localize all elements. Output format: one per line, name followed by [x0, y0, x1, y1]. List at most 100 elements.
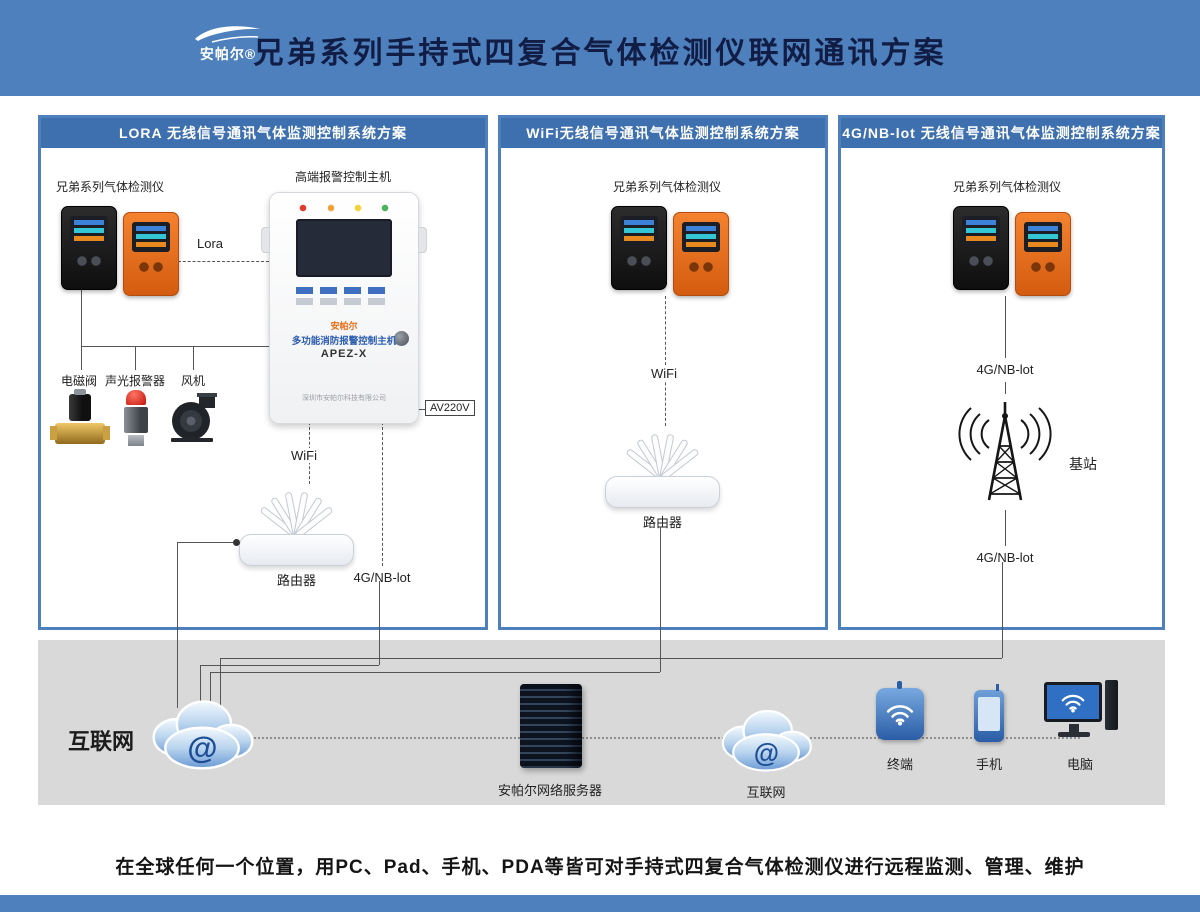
panel-lora: LORA 无线信号通讯气体监测控制系统方案 兄弟系列气体检测仪 高端报警控制主机… — [38, 115, 488, 630]
wiring-line — [135, 346, 136, 370]
pc-tower — [1105, 680, 1118, 730]
connector-line — [210, 672, 660, 673]
gas-detector-black — [61, 206, 117, 290]
connector-line — [379, 581, 380, 665]
sound-light-alarm-icon — [123, 390, 149, 448]
detector-keys — [1016, 261, 1070, 273]
pc-label: 电脑 — [1066, 757, 1093, 772]
detector-screen — [70, 216, 108, 246]
router-icon — [605, 428, 720, 508]
wiring-line — [81, 346, 269, 347]
solenoid-valve-icon — [50, 389, 110, 446]
tower-icon — [958, 402, 1052, 501]
brand-logo: 安帕尔® — [183, 22, 273, 64]
lora-link-label: Lora — [193, 236, 228, 251]
cell-link-line — [1005, 510, 1006, 546]
gas-detector-orange — [673, 212, 729, 296]
station-label: 基站 — [1069, 456, 1097, 472]
page-title: 兄弟系列手持式四复合气体检测仪联网通讯方案 — [253, 37, 947, 70]
terminal-label: 终端 — [886, 757, 913, 772]
detector-screen — [132, 222, 170, 252]
alarm-label: 声光报警器 — [105, 374, 166, 388]
logo-swoosh-icon — [195, 26, 261, 43]
connector-line — [220, 658, 221, 708]
cloud-icon: @ — [721, 709, 812, 772]
alarm-body — [124, 407, 148, 433]
cell-label-bottom: 4G/NB-lot — [976, 550, 1034, 565]
pc-base — [1058, 732, 1090, 737]
wifi-link-line — [665, 296, 666, 426]
host-brand: 安帕尔 — [330, 321, 358, 331]
internet-title: 互联网 — [68, 729, 135, 754]
footer-bar — [0, 895, 1200, 912]
gas-detector-black — [611, 206, 667, 290]
connector-line — [210, 672, 211, 708]
at-symbol: @ — [753, 740, 778, 768]
lora-link-line — [173, 261, 269, 262]
valve-coil — [69, 389, 91, 421]
panel-lora-title: LORA 无线信号通讯气体监测控制系统方案 — [41, 118, 485, 148]
router-antennas-icon — [260, 492, 333, 538]
detector-label: 兄弟系列气体检测仪 — [56, 180, 165, 194]
panel-cell-title: 4G/NB-lot 无线信号通讯气体监测控制系统方案 — [841, 118, 1162, 148]
wifi-label: WiFi — [647, 366, 681, 381]
router-icon — [239, 486, 354, 566]
detector-screen — [682, 222, 720, 252]
connector-line — [200, 665, 201, 708]
gas-detector-orange — [1015, 212, 1071, 296]
host-buttons — [296, 287, 392, 305]
internet-cloud-right: @ — [714, 698, 818, 780]
detector-keys — [124, 261, 178, 273]
alarm-base — [128, 435, 144, 446]
connector-line — [220, 658, 1002, 659]
detector-keys — [612, 255, 666, 267]
connector-line — [177, 542, 235, 543]
detector-label: 兄弟系列气体检测仪 — [953, 180, 1062, 194]
power-box: AV220V — [425, 400, 475, 416]
connector-line — [660, 527, 661, 672]
connector-line — [177, 542, 178, 708]
fan-icon — [169, 392, 221, 444]
host-speaker — [394, 331, 409, 346]
connector-dot — [233, 539, 240, 546]
detector-screen — [962, 216, 1000, 246]
phone-label: 手机 — [975, 757, 1002, 772]
host-model: APEZ-X — [320, 348, 368, 360]
router-body — [605, 476, 720, 508]
cell-label: 4G/NB-lot — [353, 570, 411, 585]
cell-label-top: 4G/NB-lot — [976, 362, 1034, 377]
host-caption: 高端报警控制主机 — [294, 170, 391, 184]
panel-wifi-title: WiFi无线信号通讯气体监测控制系统方案 — [501, 118, 825, 148]
router-body — [239, 534, 354, 566]
internet-cloud-left: @ — [144, 686, 260, 780]
detector-keys — [62, 255, 116, 267]
router-label: 路由器 — [276, 573, 316, 588]
host-name: 多功能消防报警控制主机 — [291, 336, 397, 347]
cell-link-line — [1005, 296, 1006, 358]
wiring-line — [193, 346, 194, 370]
wiring-line — [81, 346, 82, 370]
phone-icon — [974, 684, 1004, 742]
host-company: 深圳市安帕尔科技有限公司 — [302, 395, 386, 402]
router-antennas-icon — [626, 434, 699, 480]
wiring-line — [81, 288, 82, 346]
valve-body — [50, 423, 110, 444]
fan-label: 风机 — [181, 374, 206, 388]
server-label: 安帕尔网络服务器 — [497, 783, 602, 798]
detector-label: 兄弟系列气体检测仪 — [613, 180, 722, 194]
alarm-dome — [126, 390, 146, 405]
base-station-tower-icon — [949, 394, 1061, 506]
wifi-icon — [1061, 694, 1085, 712]
connector-line — [1002, 562, 1003, 658]
terminal-device-icon — [876, 681, 924, 740]
detector-keys — [954, 255, 1008, 267]
internet-band: 互联网 @ 安帕尔网络服务器 — [38, 640, 1165, 805]
cell-link-line — [1005, 382, 1006, 394]
fan-blower-icon — [171, 393, 217, 442]
wifi-label: WiFi — [287, 448, 321, 463]
wifi-icon — [886, 705, 914, 726]
power-line — [417, 409, 425, 410]
host-indicator-lights — [294, 204, 394, 213]
connector-line — [200, 665, 379, 666]
